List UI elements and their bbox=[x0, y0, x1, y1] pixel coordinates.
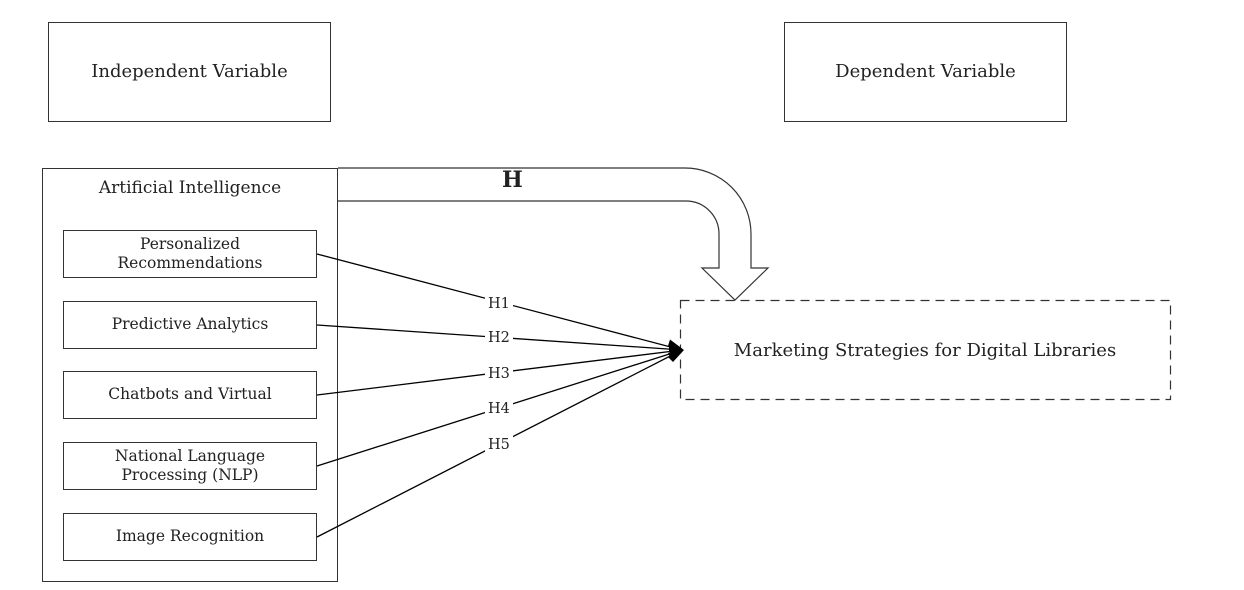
dependent-construct-label: Marketing Strategies for Digital Librari… bbox=[733, 339, 1117, 361]
h5-label: H5 bbox=[488, 437, 510, 453]
ai-item-chatbots: Chatbots and Virtual bbox=[63, 371, 317, 419]
h1-label: H1 bbox=[488, 296, 510, 312]
independent-variable-box: Independent Variable bbox=[48, 22, 331, 122]
ai-item-nlp: National Language Processing (NLP) bbox=[63, 442, 317, 490]
main-hypothesis-arrow bbox=[338, 167, 770, 301]
ai-item-personalized-recommendations: Personalized Recommendations bbox=[63, 230, 317, 278]
ai-item-line: Personalized bbox=[139, 234, 240, 253]
h4-label: H4 bbox=[488, 401, 510, 417]
ai-item-line: Image Recognition bbox=[115, 527, 265, 546]
ai-item-predictive-analytics: Predictive Analytics bbox=[63, 301, 317, 349]
h5-arrowhead bbox=[668, 350, 684, 362]
dependent-construct-box: Marketing Strategies for Digital Librari… bbox=[680, 300, 1170, 400]
ai-item-line: National Language bbox=[114, 446, 266, 465]
independent-variable-label: Independent Variable bbox=[91, 60, 288, 82]
ai-item-line: Processing (NLP) bbox=[121, 466, 259, 484]
ai-item-line: Recommendations bbox=[117, 254, 263, 272]
ai-group-title: Artificial Intelligence bbox=[98, 178, 282, 198]
ai-item-image-recognition: Image Recognition bbox=[63, 513, 317, 561]
h1-arrowhead bbox=[668, 339, 684, 350]
ai-item-line: Predictive Analytics bbox=[111, 315, 269, 334]
ai-item-line: Chatbots and Virtual bbox=[108, 385, 272, 404]
h3-label: H3 bbox=[488, 366, 510, 382]
dependent-variable-label: Dependent Variable bbox=[835, 60, 1016, 82]
main-hypothesis-label: H bbox=[502, 167, 523, 193]
h2-label: H2 bbox=[488, 330, 510, 346]
dependent-variable-box: Dependent Variable bbox=[784, 22, 1067, 122]
